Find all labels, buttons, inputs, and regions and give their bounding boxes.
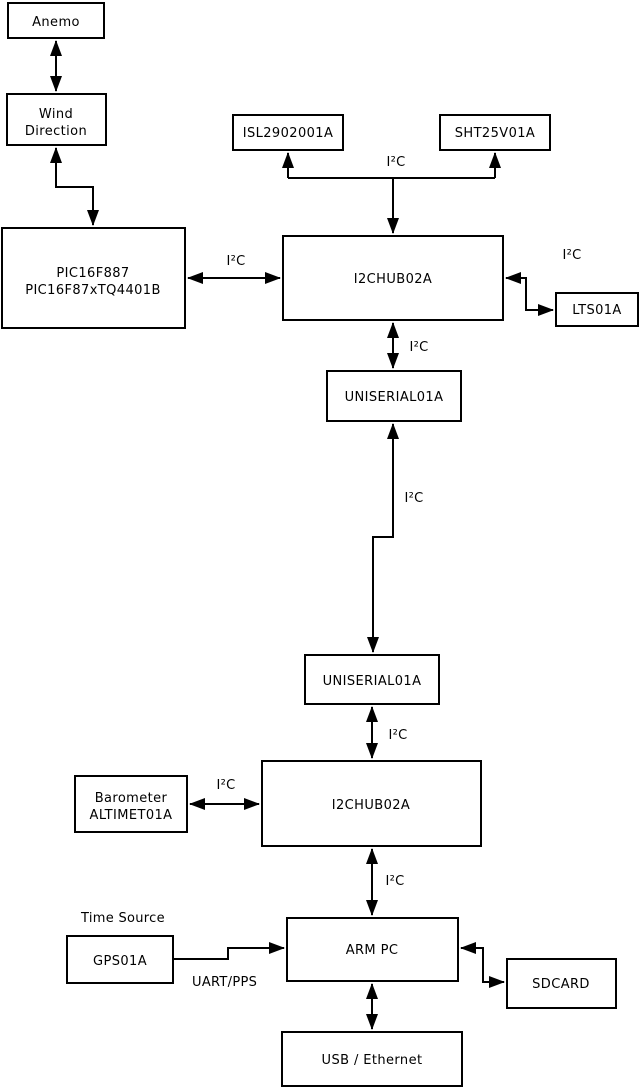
i2c-label-hub-lts: I²C [562, 248, 581, 263]
pic-label-line2: PIC16F87xTQ4401B [25, 283, 161, 298]
i2c-label-barometer-hub2: I²C [216, 778, 235, 793]
lts-label: LTS01A [572, 303, 621, 318]
pic-box [1, 227, 186, 329]
gps-label: GPS01A [93, 954, 147, 969]
anemo-box [7, 2, 105, 39]
edge-hub-lts [505, 272, 554, 316]
edge-uniserial-link [367, 423, 399, 653]
i2chub-bottom-label: I2CHUB02A [332, 798, 410, 813]
edge-gps-armpc [174, 942, 285, 960]
node-uniserial-top: UNISERIAL01A [326, 370, 462, 422]
node-barometer: Barometer ALTIMET01A [74, 775, 188, 833]
node-wind-direction: Wind Direction [6, 93, 107, 146]
node-gps01a: GPS01A [66, 935, 174, 984]
uniserial-top-box [326, 370, 462, 422]
lts-box [555, 292, 639, 327]
time-source-label: Time Source [80, 911, 165, 926]
node-lts01a: LTS01A [555, 292, 639, 327]
arm-pc-box [286, 917, 459, 982]
edge-wind-pic [50, 147, 99, 226]
i2c-label-hub2-armpc: I²C [385, 874, 404, 889]
i2chub-bottom-box [261, 760, 482, 847]
i2chub-top-label: I2CHUB02A [354, 272, 432, 287]
barometer-label-line2: ALTIMET01A [90, 808, 173, 823]
wind-direction-label-line1: Wind [39, 107, 73, 122]
node-sdcard: SDCARD [506, 958, 617, 1009]
sht-box [439, 114, 551, 151]
usb-ethernet-label: USB / Ethernet [322, 1053, 423, 1068]
node-i2chub-bottom: I2CHUB02A [261, 760, 482, 847]
i2c-label-pic-hub: I²C [226, 254, 245, 269]
uart-pps-label: UART/PPS [192, 975, 257, 990]
node-anemo: Anemo [7, 2, 105, 39]
isl-box [232, 114, 344, 151]
node-arm-pc: ARM PC [286, 917, 459, 982]
pic-label-line1: PIC16F887 [56, 266, 129, 281]
barometer-box [74, 775, 188, 833]
uniserial-bottom-label: UNISERIAL01A [323, 674, 422, 689]
arm-pc-label: ARM PC [346, 943, 399, 958]
node-sht25v01a: SHT25V01A [439, 114, 551, 151]
i2c-label-hub-uniserial: I²C [409, 340, 428, 355]
anemo-label: Anemo [32, 15, 80, 30]
uniserial-top-label: UNISERIAL01A [345, 390, 444, 405]
wind-direction-box [6, 93, 107, 146]
node-uniserial-bottom: UNISERIAL01A [304, 654, 440, 705]
gps-box [66, 935, 174, 984]
node-isl2902001a: ISL2902001A [232, 114, 344, 151]
i2c-label-sensor-branch: I²C [386, 155, 405, 170]
sdcard-label: SDCARD [532, 977, 590, 992]
barometer-label-line1: Barometer [95, 791, 168, 806]
wind-direction-label-line2: Direction [25, 124, 87, 139]
sht-label: SHT25V01A [455, 126, 535, 141]
edge-armpc-sdcard [460, 942, 505, 988]
uniserial-bottom-box [304, 654, 440, 705]
i2c-label-uniserial-link: I²C [404, 491, 423, 506]
i2c-label-uniserial-hub2: I²C [388, 728, 407, 743]
usb-ethernet-box [281, 1031, 463, 1087]
sdcard-box [506, 958, 617, 1009]
node-usb-ethernet: USB / Ethernet [281, 1031, 463, 1087]
isl-label: ISL2902001A [243, 126, 334, 141]
node-i2chub-top: I2CHUB02A [282, 235, 504, 321]
node-pic: PIC16F887 PIC16F87xTQ4401B [1, 227, 186, 329]
i2chub-top-box [282, 235, 504, 321]
